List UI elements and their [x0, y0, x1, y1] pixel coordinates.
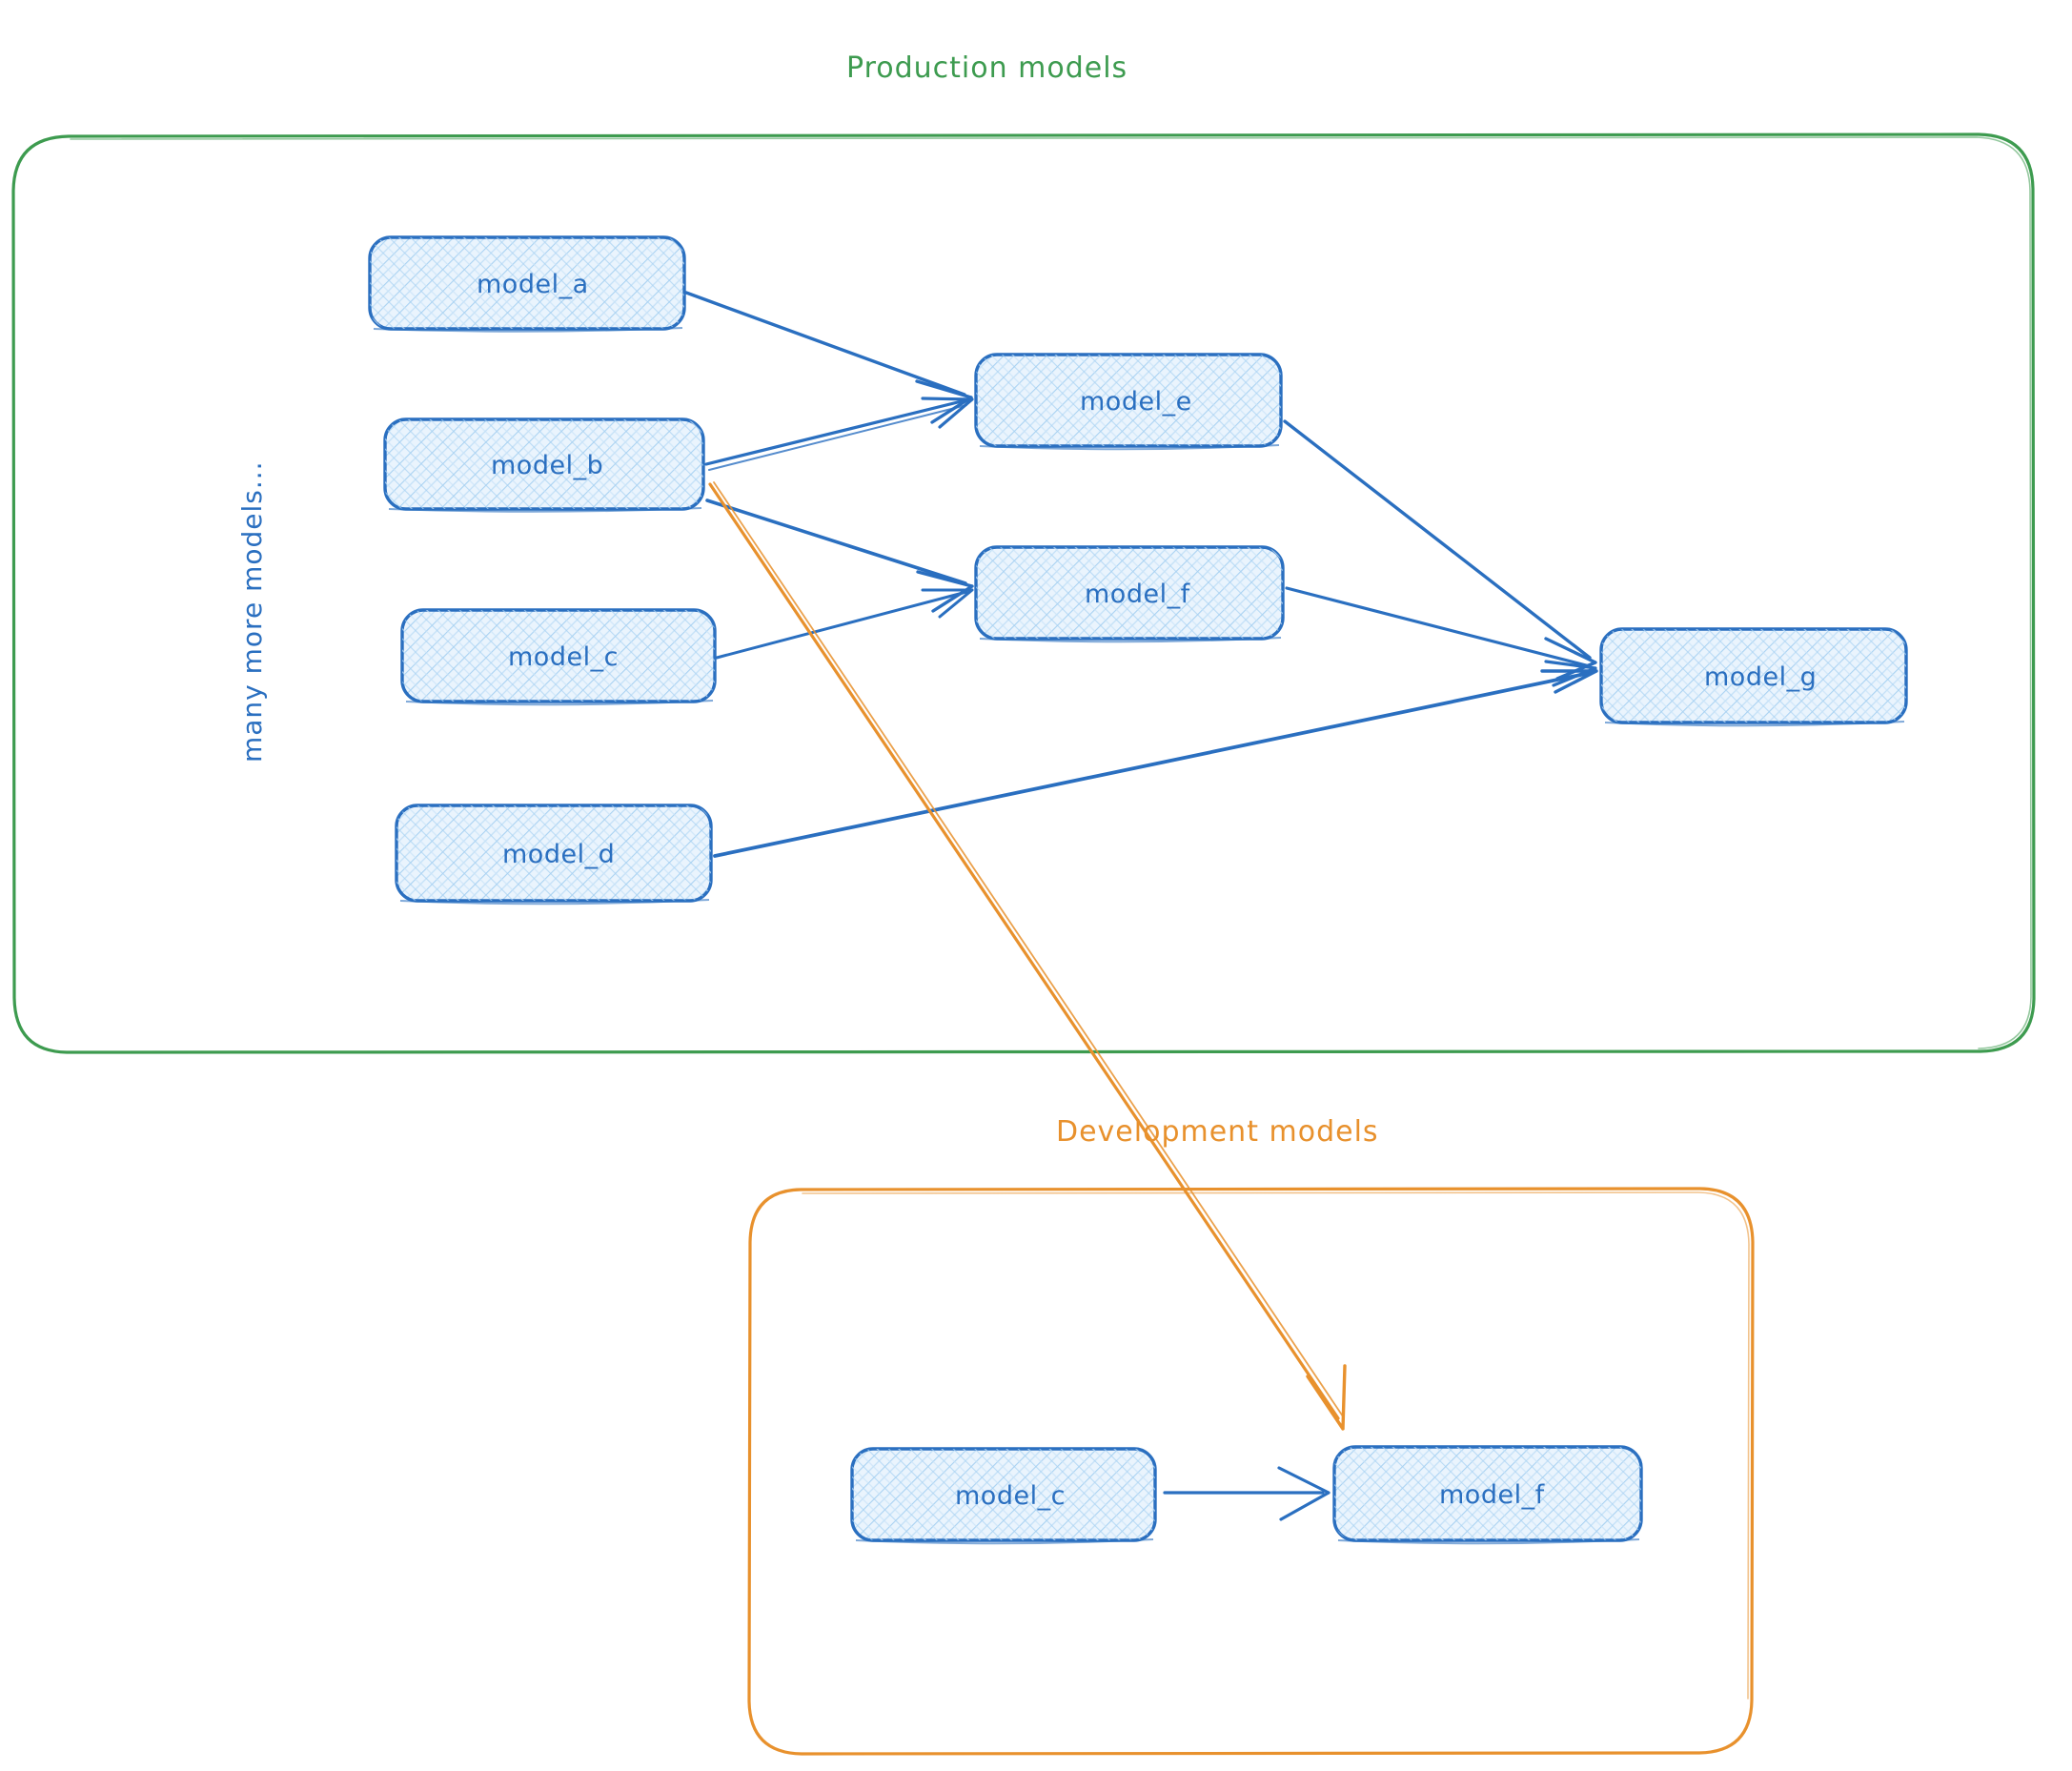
edge-d-to-g — [713, 669, 1598, 858]
edge-b-to-dev-model-f — [708, 481, 1347, 1431]
node-prod-model-f[interactable] — [974, 545, 1285, 643]
edge-b-to-f — [705, 499, 974, 613]
production-border-sketch — [70, 136, 2032, 1049]
node-prod-model-b[interactable] — [383, 417, 705, 513]
node-prod-model-a[interactable] — [368, 235, 686, 333]
edge-a-to-e — [684, 291, 973, 424]
edge-b-to-e — [704, 397, 974, 471]
edge-dev-c-to-dev-f — [1163, 1466, 1331, 1521]
development-border-sketch — [802, 1191, 1750, 1700]
development-border — [747, 1187, 1755, 1756]
node-prod-model-c[interactable] — [400, 608, 717, 706]
node-prod-model-g[interactable] — [1599, 627, 1908, 727]
node-dev-model-f[interactable] — [1332, 1445, 1643, 1545]
production-border — [11, 132, 2036, 1054]
group-production-container[interactable] — [11, 132, 2036, 1054]
edge-c-to-f — [715, 588, 974, 660]
edge-e-to-g — [1283, 419, 1597, 681]
node-prod-model-d[interactable] — [395, 804, 713, 906]
node-prod-model-e[interactable] — [974, 353, 1283, 451]
group-development-container[interactable] — [747, 1187, 1755, 1756]
node-dev-model-c[interactable] — [850, 1447, 1157, 1545]
